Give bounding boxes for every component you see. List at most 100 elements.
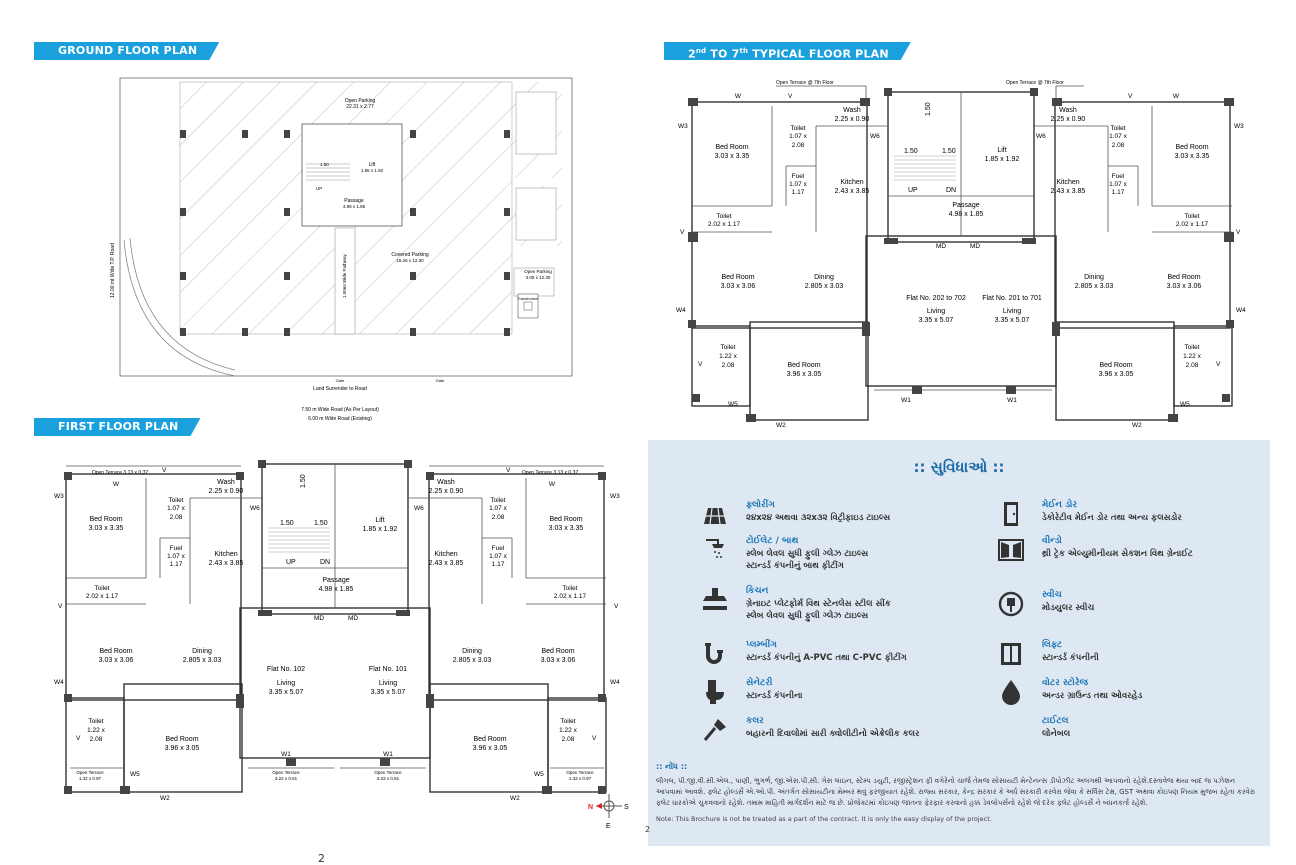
ff-bedroom-6-label: Bed Room <box>473 736 506 743</box>
svg-text:3.03 x 3.35: 3.03 x 3.35 <box>549 525 584 532</box>
ff-flat-102: Flat No. 102 <box>267 666 305 673</box>
svg-text:2.43 x 3.85: 2.43 x 3.85 <box>835 188 870 195</box>
svg-text:1.17: 1.17 <box>492 561 505 568</box>
svg-text:1.07 x: 1.07 x <box>1109 133 1127 140</box>
door-icon <box>1004 502 1018 526</box>
ff-passage-label: Passage <box>322 577 349 584</box>
open-parking-dim: 22.31 x 2.77 <box>346 104 374 110</box>
svg-text:1.50: 1.50 <box>300 474 307 488</box>
ff-bedroom-4-label: Bed Room <box>549 516 582 523</box>
svg-text:1.32 x 0.97: 1.32 x 0.97 <box>569 776 592 781</box>
svg-text:Toilet: Toilet <box>790 125 805 132</box>
typ-bedroom-3-label: Bed Room <box>787 362 820 369</box>
svg-text:V: V <box>76 735 81 742</box>
svg-text:2.02 x 1.17: 2.02 x 1.17 <box>1176 221 1209 228</box>
svg-text:2.805 x 3.03: 2.805 x 3.03 <box>805 283 844 290</box>
svg-text:W5: W5 <box>534 771 544 778</box>
svg-text:2.08: 2.08 <box>792 142 805 149</box>
svg-text:V: V <box>58 603 63 610</box>
ff-bedroom-1-label: Bed Room <box>89 516 122 523</box>
svg-text:Toilet: Toilet <box>1184 344 1199 351</box>
svg-text:Toilet: Toilet <box>1184 213 1199 220</box>
svg-text:1.07 x: 1.07 x <box>789 133 807 140</box>
svg-text:Toilet: Toilet <box>720 344 735 351</box>
first-floor-heading: FIRST FLOOR PLAN <box>34 418 200 436</box>
svg-text:3.35 x 5.07: 3.35 x 5.07 <box>995 317 1030 324</box>
svg-text:1.50: 1.50 <box>314 520 328 527</box>
ff-dining-2-label: Dining <box>462 648 482 655</box>
svg-text:1.50: 1.50 <box>942 148 956 155</box>
svg-text:V: V <box>506 467 511 474</box>
svg-text:W6: W6 <box>250 505 260 512</box>
svg-text:W6: W6 <box>1036 133 1046 140</box>
svg-text:1.07 x: 1.07 x <box>167 505 185 512</box>
note-text: લીગલ, પી.જી.વી.સી.એલ., પાણી, ભુગર્ભ, જી.… <box>656 777 1256 807</box>
road-layout-label: 7.50 m Wide Road (As Per Layout) <box>301 407 379 413</box>
pipe-icon <box>705 643 723 664</box>
typ-lift-label: Lift <box>997 147 1006 154</box>
svg-text:Toilet: Toilet <box>490 497 505 504</box>
svg-text:3.96 x 3.05: 3.96 x 3.05 <box>787 371 822 378</box>
svg-text:W4: W4 <box>676 307 686 314</box>
svg-text:2.805 x 3.03: 2.805 x 3.03 <box>183 657 222 664</box>
svg-text:W3: W3 <box>54 493 64 500</box>
svg-text:Wash: Wash <box>217 479 235 486</box>
svg-text:W: W <box>1173 93 1180 100</box>
svg-text:Wash: Wash <box>437 479 455 486</box>
typ-flat-202-702: Flat No. 202 to 702 <box>906 295 966 302</box>
ff-ot-top-right: Open Terrace 3.13 x 0.37 <box>522 470 579 476</box>
paint-brush-icon <box>703 719 726 741</box>
svg-text:1.07 x: 1.07 x <box>489 505 507 512</box>
svg-text:W4: W4 <box>54 679 64 686</box>
ff-kitchen-1-label: Kitchen <box>214 551 237 558</box>
svg-text:3.96 x 3.05: 3.96 x 3.05 <box>165 745 200 752</box>
ff-lift-label: Lift <box>375 517 384 524</box>
svg-text:2.02 x 1.17: 2.02 x 1.17 <box>708 221 741 228</box>
ff-flat-101: Flat No. 101 <box>369 666 407 673</box>
toilet-icon <box>706 680 724 704</box>
svg-text:W1: W1 <box>1007 397 1017 404</box>
svg-text:Wash: Wash <box>843 107 861 114</box>
svg-text:3.35 x 5.07: 3.35 x 5.07 <box>919 317 954 324</box>
plug-icon <box>998 591 1024 617</box>
svg-text:DN: DN <box>946 187 956 194</box>
svg-text:1.07 x: 1.07 x <box>167 553 185 560</box>
typ-flat-201-701: Flat No. 201 to 701 <box>982 295 1042 302</box>
typ-kitchen-2-label: Kitchen <box>1056 179 1079 186</box>
ground-floor-plan: Open Parking 22.31 x 2.77 Lift 1.85 x 1.… <box>110 77 573 422</box>
svg-text:W2: W2 <box>776 422 786 429</box>
svg-text:V: V <box>698 361 703 368</box>
compass-icon: N S E <box>588 794 629 830</box>
svg-text:W5: W5 <box>130 771 140 778</box>
note-heading: :: નોંધ :: <box>656 762 688 771</box>
svg-text:Wash: Wash <box>1059 107 1077 114</box>
amenities-title: :: સુવિધાઓ :: <box>913 458 1005 476</box>
svg-text:Fuel: Fuel <box>792 173 805 180</box>
svg-text:1.17: 1.17 <box>792 189 805 196</box>
svg-text:W3: W3 <box>678 123 688 130</box>
svg-text:3.22 x 0.81: 3.22 x 0.81 <box>275 776 298 781</box>
ff-dining-1-label: Dining <box>192 648 212 655</box>
svg-text:V: V <box>1128 93 1133 100</box>
transformer-label: Transformer <box>517 296 539 301</box>
typ-bedroom-6-label: Bed Room <box>1099 362 1132 369</box>
svg-text:MD: MD <box>970 243 980 250</box>
svg-text:1.07 x: 1.07 x <box>789 181 807 188</box>
svg-text:2.08: 2.08 <box>90 736 103 743</box>
svg-text:Toilet: Toilet <box>88 718 103 725</box>
svg-text:MD: MD <box>348 615 358 622</box>
svg-text:2.25 x 0.90: 2.25 x 0.90 <box>1051 116 1086 123</box>
covered-parking-dim: 18.26 x 12.30 <box>396 258 424 263</box>
svg-text:2.43 x 3.85: 2.43 x 3.85 <box>1051 188 1086 195</box>
svg-text:Living: Living <box>379 680 397 687</box>
svg-text:2.08: 2.08 <box>722 362 735 369</box>
svg-text:W2: W2 <box>510 795 520 802</box>
svg-text:V: V <box>788 93 793 100</box>
svg-text:1.85 x 1.92: 1.85 x 1.92 <box>985 156 1020 163</box>
svg-text:Toilet: Toilet <box>560 718 575 725</box>
svg-text:Fuel: Fuel <box>492 545 505 552</box>
svg-text:2.08: 2.08 <box>562 736 575 743</box>
svg-text:4.98 x 1.85: 4.98 x 1.85 <box>949 211 984 218</box>
typ-dining-2-label: Dining <box>1084 274 1104 281</box>
gf-lift-label: Lift <box>369 162 376 168</box>
